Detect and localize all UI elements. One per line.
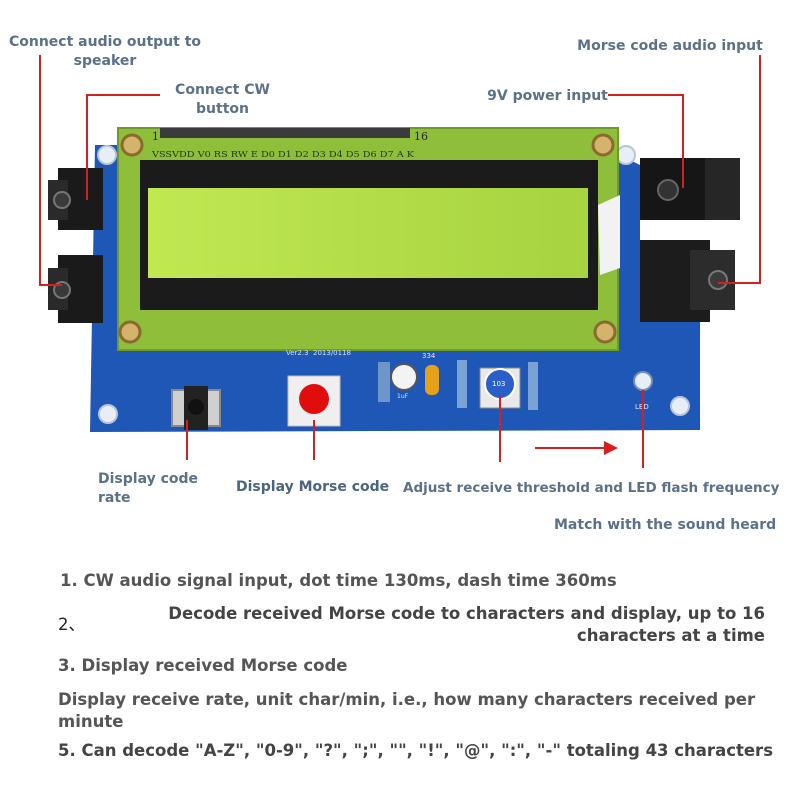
date-label: 2013/0118 (313, 349, 351, 357)
feature-5: 5. Can decode "A-Z", "0-9", "?", ";", ""… (58, 741, 774, 760)
version-label: Ver2.3 (286, 349, 309, 357)
callout-cw-button (86, 94, 160, 200)
callout-lines (39, 55, 761, 468)
feature-1: 1. CW audio signal input, dot time 130ms… (60, 571, 617, 590)
arrow-head (604, 441, 618, 455)
lcd-hole (120, 133, 144, 157)
cap-label: 334 (422, 352, 436, 360)
audio-input-jack (640, 240, 735, 322)
lcd-hole (118, 320, 142, 344)
label-morse-in: Morse code audio input (577, 38, 763, 54)
label-audio-out: Connect audio output to speaker (8, 34, 202, 69)
label-threshold: Adjust receive threshold and LED flash f… (403, 480, 780, 496)
pin-16-label: 16 (414, 130, 428, 143)
label-cw-button: Connect CW button (175, 82, 270, 117)
lcd-hole (593, 320, 617, 344)
feature-2-number: 2、 (58, 615, 85, 634)
pin-1-label: 1 (152, 130, 159, 143)
audio-jack-bottom (48, 255, 103, 323)
callout-morse-in (718, 55, 761, 284)
label-morse-disp: Display Morse code (236, 479, 390, 495)
feature-2: Decode received Morse code to characters… (168, 604, 765, 645)
power-jack (640, 158, 740, 220)
red-button (287, 375, 341, 427)
label-rate: Display code rate (98, 471, 199, 506)
mount-hole (670, 396, 690, 416)
mount-hole (616, 145, 636, 165)
tactile-button (171, 386, 221, 430)
led-label: LED (635, 403, 649, 411)
mount-hole (97, 145, 117, 165)
feature-3: 3. Display received Morse code (58, 656, 348, 675)
pin-header-labels: VSSVDD V0 RS RW E D0 D1 D2 D3 D4 D5 D6 D… (151, 150, 415, 160)
pot-label: 103 (492, 380, 505, 388)
electro-label: 1uF (397, 393, 409, 400)
callout-power (608, 94, 684, 188)
label-match: Match with the sound heard (554, 517, 777, 533)
pin-header (160, 128, 410, 138)
audio-jack-top (48, 168, 103, 230)
mount-hole (98, 404, 118, 424)
callout-audio-out (39, 55, 62, 286)
lcd-hole (591, 133, 615, 157)
label-power: 9V power input (487, 88, 608, 104)
feature-4: Display receive rate, unit char/min, i.e… (58, 690, 756, 731)
